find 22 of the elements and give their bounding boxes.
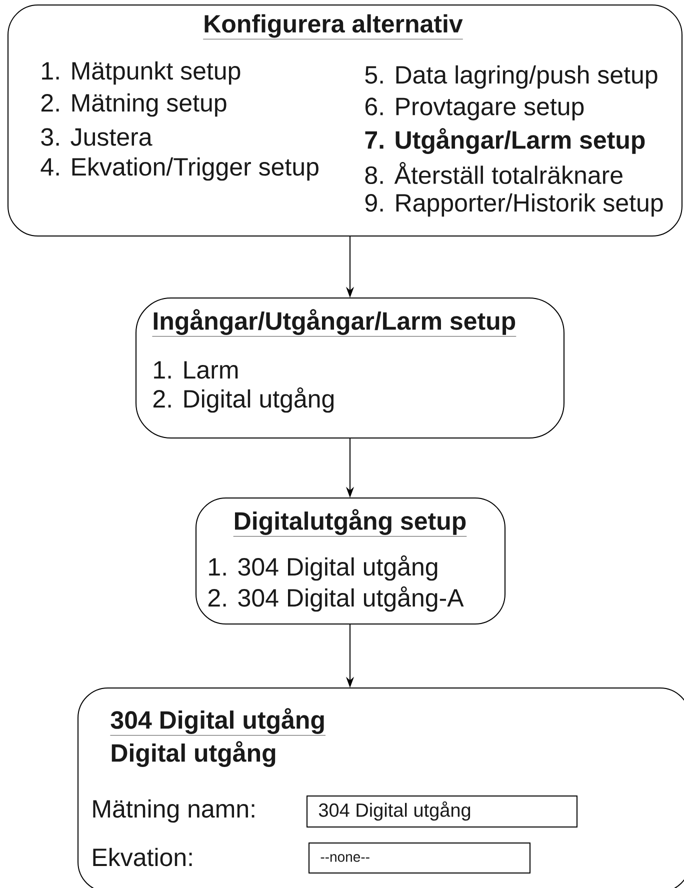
menu-item: 5. Data lagring/push setup	[365, 65, 658, 89]
menu-item: 7. Utgångar/Larm setup	[365, 128, 645, 154]
menu-item: 8. Återställ totalräknare	[365, 162, 622, 184]
panel-heading: 304 Digital utgång	[110, 708, 326, 736]
menu-item: 9. Rapporter/Historik setup	[365, 193, 663, 217]
menu-item: 4. Ekvation/Trigger setup	[40, 157, 318, 181]
menu-item: 1. Mätpunkt setup	[42, 61, 240, 85]
menu-item: 2. 304 Digital utgång-A	[208, 586, 464, 612]
menu-item: 2. Digital utgång	[153, 387, 334, 413]
panel-subheading: Digital utgång	[112, 741, 276, 767]
menu-heading: Konfigurera alternativ	[202, 14, 464, 40]
input-field: 304 Digital utgång	[306, 796, 578, 828]
input-field: --none--	[308, 842, 530, 874]
menu-item: 6. Provtagare setup	[365, 98, 584, 120]
field-label: Mätning namn:	[93, 799, 254, 823]
menu-heading: Digitalutgång setup	[233, 509, 467, 537]
menu-item: 2. Mätning setup	[41, 93, 226, 117]
menu-item: 3. Justera	[41, 128, 152, 146]
menu-heading: Ingångar/Utgångar/Larm setup	[152, 309, 516, 337]
menu-item: 1. 304 Digital utgång	[209, 555, 438, 581]
menu-item: 1. Larm	[154, 361, 238, 379]
field-label: Ekvation:	[93, 848, 192, 866]
